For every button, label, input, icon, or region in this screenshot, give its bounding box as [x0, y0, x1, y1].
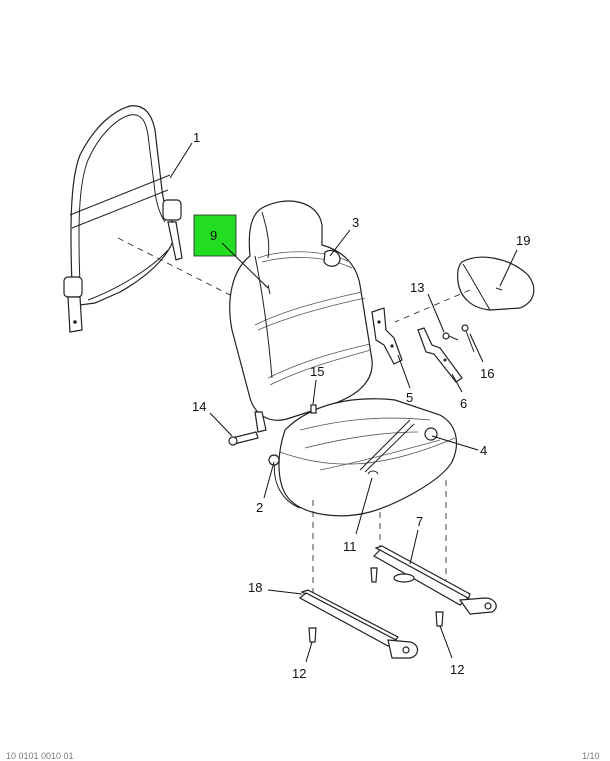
callout-4: 4 — [480, 443, 487, 458]
part-15-clip — [310, 404, 317, 414]
seat-cushion — [268, 398, 458, 517]
callout-11: 11 — [343, 539, 357, 554]
callout-16: 16 — [480, 366, 494, 381]
callout-18: 18 — [248, 580, 262, 595]
footer-left: 10 0101 0010 01 — [6, 751, 74, 761]
callout-3: 3 — [352, 215, 359, 230]
callout-1: 1 — [193, 130, 200, 145]
callout-2: 2 — [256, 500, 263, 515]
dash-frame-to-seat — [117, 237, 241, 301]
seat-back — [229, 200, 373, 433]
leader-2 — [263, 461, 275, 499]
callout-15: 15 — [310, 364, 324, 379]
footer-right: 1/10 — [582, 751, 600, 761]
leader-16 — [469, 333, 484, 363]
callout-14: 14 — [192, 399, 206, 414]
leader-7 — [409, 529, 419, 565]
part-12-bolt-left — [308, 627, 317, 643]
callout-12-left: 12 — [292, 666, 306, 681]
leader-12-left — [305, 641, 313, 663]
leader-3 — [329, 229, 351, 257]
part-14-bolt — [228, 431, 259, 446]
leader-1 — [169, 142, 193, 179]
part-7-seat-track — [370, 545, 497, 615]
part-11-clip — [367, 470, 379, 475]
part-1-belt-frame — [63, 105, 183, 333]
leader-5 — [397, 354, 411, 389]
callout-19: 19 — [516, 233, 530, 248]
part-16-screw — [461, 324, 475, 353]
part-6-bracket — [417, 327, 463, 383]
leader-15 — [312, 379, 317, 405]
part-12-bolt-right — [435, 611, 444, 627]
leader-4 — [431, 435, 479, 451]
part-18-seat-track — [298, 589, 419, 659]
callout-6: 6 — [460, 396, 467, 411]
part-5-bracket — [371, 307, 403, 365]
callout-12-right: 12 — [450, 662, 464, 677]
part-19-armrest-pad — [457, 256, 535, 311]
callout-9[interactable]: 9 — [210, 228, 217, 243]
callout-13: 13 — [410, 280, 424, 295]
callout-5: 5 — [406, 390, 413, 405]
leader-9 — [221, 242, 269, 289]
leader-14 — [209, 412, 233, 437]
leader-18 — [267, 589, 303, 595]
leader-12-right — [439, 625, 453, 659]
part-13-screw — [442, 332, 459, 341]
dash-19 — [394, 289, 471, 323]
leader-13 — [427, 293, 445, 333]
leader-6 — [451, 373, 463, 393]
leader-11 — [355, 477, 373, 535]
callout-7: 7 — [416, 514, 423, 529]
leader-19 — [499, 249, 518, 287]
